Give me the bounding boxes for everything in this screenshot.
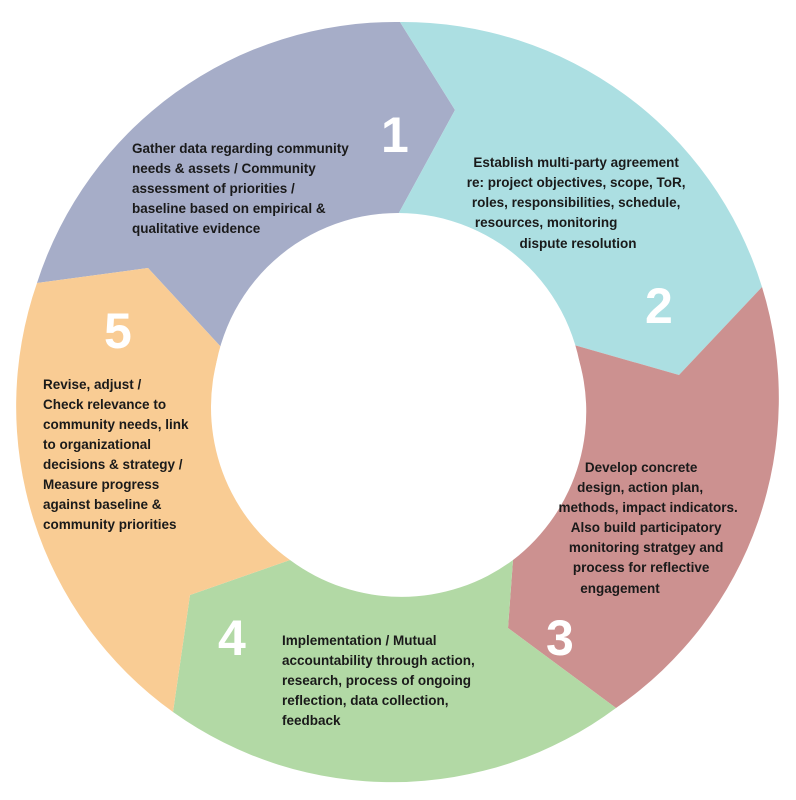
step-4-number: 4: [218, 610, 246, 666]
step-5-number: 5: [104, 303, 132, 359]
step-3-number: 3: [546, 610, 574, 666]
segment-5-shape: [16, 268, 290, 712]
step-5-text: Revise, adjust / Check relevance to comm…: [43, 377, 192, 532]
step-1-text: Gather data regarding community needs & …: [132, 141, 353, 236]
center-circle: [213, 213, 583, 583]
segment-4-shape: [173, 560, 616, 783]
step-2-number: 2: [645, 278, 673, 334]
segment-3-shape: [508, 287, 779, 708]
step-2-text: Establish multi-party agreement re: proj…: [467, 155, 690, 251]
step-4-text: Implementation / Mutual accountability t…: [282, 633, 479, 728]
step-1-number: 1: [381, 107, 409, 163]
segment-2-shape: [395, 21, 762, 376]
segment-1-shape: [37, 21, 455, 348]
step-3-text: Develop concrete design, action plan, me…: [558, 460, 741, 596]
